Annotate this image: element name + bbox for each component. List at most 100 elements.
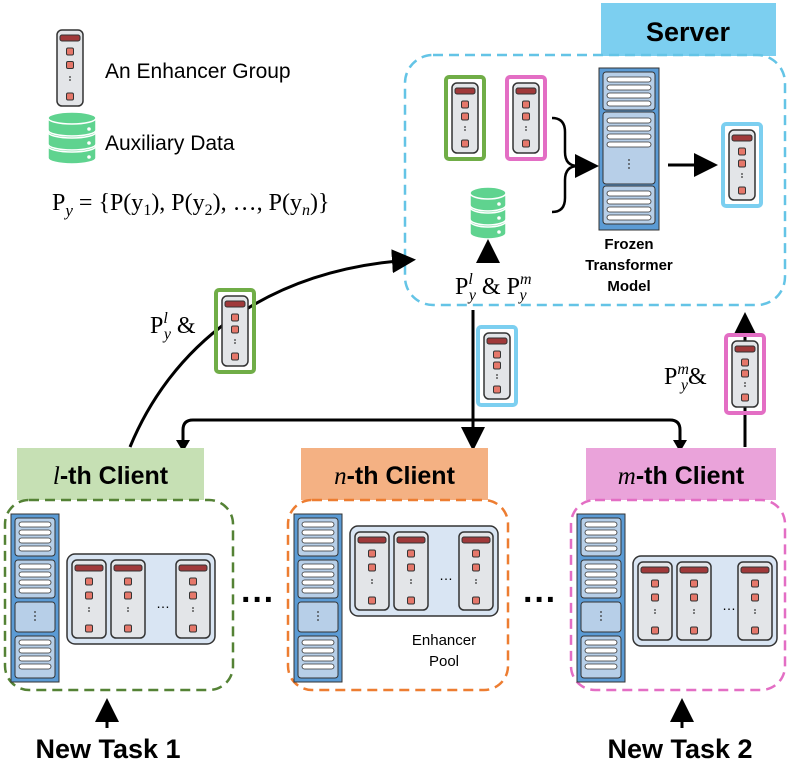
transformer-layer [606, 84, 652, 91]
pool-enhancer [71, 559, 107, 639]
transformer-layer [584, 537, 618, 544]
l-uploaded-enhancer [214, 288, 256, 374]
enhancer-module [751, 593, 759, 602]
transformer-layer [606, 141, 652, 148]
transformer-layer [606, 133, 652, 140]
enhancer-head [224, 300, 246, 308]
legend-enhancer-label: An Enhancer Group [105, 60, 291, 83]
transformer-layer [18, 537, 52, 544]
transformer-layer [301, 639, 335, 646]
enhancer-dot [371, 579, 373, 581]
enhancer-head [461, 536, 491, 544]
transformer-layer [301, 647, 335, 654]
transformer-layer [584, 639, 618, 646]
transformer-layer [606, 198, 652, 205]
enhancer-module [741, 358, 749, 367]
selection-frame [444, 75, 486, 161]
transformer-layer [584, 587, 618, 594]
transformer-layer [584, 571, 618, 578]
transformer-layer [606, 125, 652, 132]
enhancer-dot [127, 610, 129, 612]
database-top [469, 186, 507, 200]
new-task-2-label: New Task 2 [607, 734, 752, 764]
transformer-layer [301, 587, 335, 594]
enhancer-dot [371, 582, 373, 584]
client-broadcast-line [181, 418, 682, 445]
transformer-layer [18, 639, 52, 646]
enhancer-head [734, 345, 756, 353]
enhancer-module [85, 591, 93, 600]
transformer-layer [301, 545, 335, 552]
database-top [47, 111, 97, 125]
enhancer-module [85, 624, 93, 633]
server-database [469, 186, 507, 240]
legend-auxiliary-label: Auxiliary Data [105, 132, 235, 155]
enhancer-head [731, 134, 753, 142]
pool-enhancer [637, 561, 673, 641]
enhancer-module [738, 159, 746, 168]
enhancer-dot [88, 610, 90, 612]
pool-enhancer [676, 561, 712, 641]
client-l: l-th Client… [3, 448, 235, 692]
enhancer-module [472, 596, 480, 605]
m-uploaded-enhancer [724, 333, 766, 415]
client-m-boundary [569, 498, 787, 692]
enhancer-module [368, 549, 376, 558]
enhancer-dot [234, 339, 236, 341]
server-boundary [403, 53, 787, 307]
enhancer-module [231, 313, 239, 322]
enhancer-dot [464, 126, 466, 128]
enhancer-dot [69, 76, 71, 78]
broadcast-arrowhead-l [176, 440, 190, 452]
enhancer-module [231, 325, 239, 334]
database-led [87, 127, 91, 131]
transformer-layer [301, 529, 335, 536]
transformer-layer [18, 529, 52, 536]
enhancer-module [461, 139, 469, 148]
enhancer-dot [475, 582, 477, 584]
client-m-title: m-th Client [618, 462, 745, 490]
enhancer-module [690, 593, 698, 602]
enhancer-module [741, 393, 749, 402]
transformer-layer [301, 521, 335, 528]
enhancer-dot [69, 79, 71, 81]
enhancer-module [651, 579, 659, 588]
enhancer-dot [693, 612, 695, 614]
transformer-layer [18, 587, 52, 594]
enhancer-dot [525, 129, 527, 131]
enhancer-module [651, 593, 659, 602]
enhancer-dot [88, 607, 90, 609]
transformer-layer [301, 579, 335, 586]
enhancer-module [741, 369, 749, 378]
client-n-boundary [286, 498, 510, 692]
enhancer-dot [475, 579, 477, 581]
enhancer-module [66, 92, 74, 101]
selection-frame [724, 333, 766, 415]
model-label-line-2: Transformer [585, 257, 673, 274]
legend-enhancer-icon [56, 29, 84, 107]
enhancer-dot [693, 609, 695, 611]
broadcast-arrowhead-m [673, 440, 687, 452]
enhancer-head [396, 536, 426, 544]
enhancer-module [738, 147, 746, 156]
enhancer-module [85, 577, 93, 586]
enhancer-module [189, 577, 197, 586]
transformer-layer [18, 647, 52, 654]
client-m-title-box [586, 448, 776, 500]
selection-frame [721, 122, 763, 208]
enhancer-module [751, 626, 759, 635]
enhancer-head [679, 566, 709, 574]
database-led [87, 155, 91, 159]
enhancer-module [738, 186, 746, 195]
enhancer-dot [127, 607, 129, 609]
transformer-ellipsis [317, 611, 319, 621]
transformer-layer [606, 100, 652, 107]
